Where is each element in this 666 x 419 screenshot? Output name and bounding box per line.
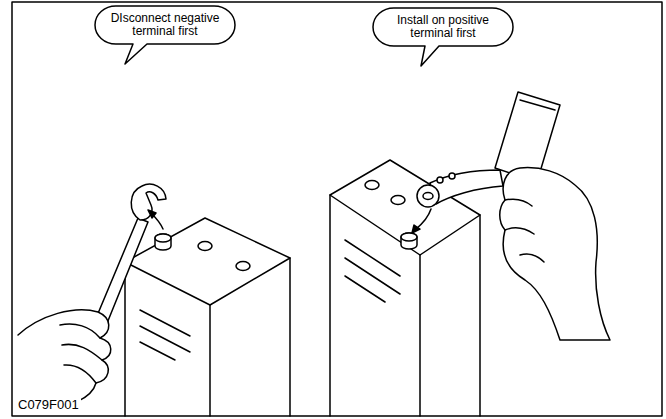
wrench-and-hand: [18, 184, 166, 410]
bubble-shape: [95, 6, 235, 64]
bubble-shape: [373, 8, 513, 66]
bubble-text: DIsconnect negative terminal first: [106, 12, 224, 38]
frame: [12, 2, 662, 416]
bubble-text: Install on positive terminal first: [384, 14, 502, 40]
speech-bubble: Install on positive terminal first: [373, 8, 513, 46]
battery-left: [125, 218, 290, 416]
battery-right: [330, 160, 480, 416]
figure-code: C079F001: [16, 397, 81, 412]
clamp-and-hand: [412, 92, 610, 340]
speech-bubble: DIsconnect negative terminal first: [95, 6, 235, 44]
